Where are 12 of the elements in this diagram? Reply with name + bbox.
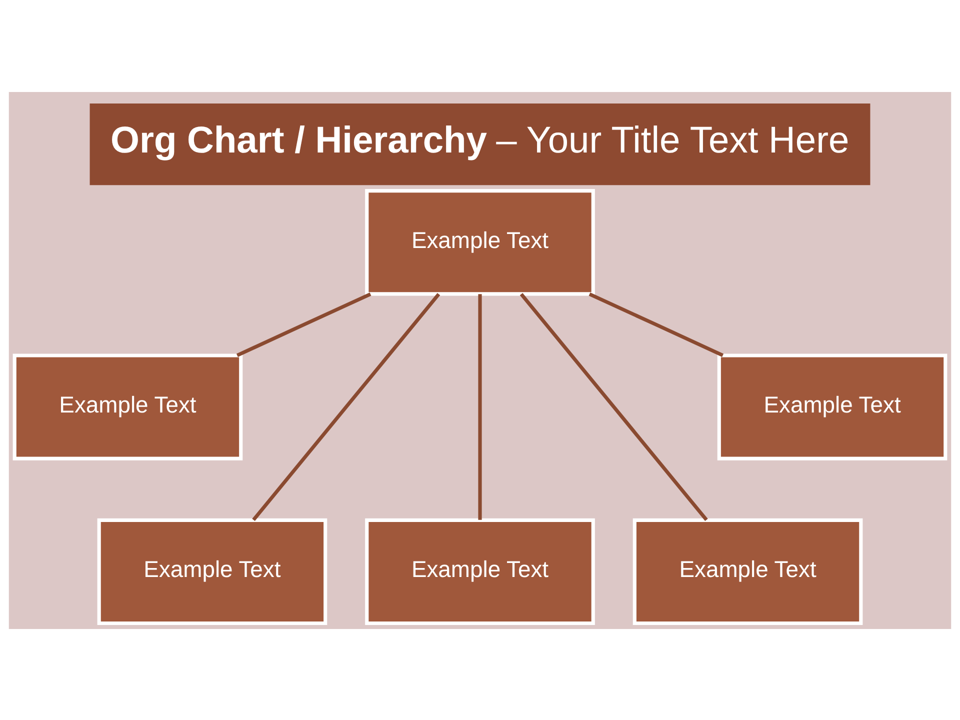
diagram-title: Org Chart / Hierarchy – Your Title Text Here <box>110 118 850 160</box>
connector <box>520 292 708 521</box>
connector <box>478 294 482 520</box>
connector <box>252 292 440 521</box>
connector <box>588 292 724 356</box>
node-box: Example Text <box>97 518 328 625</box>
node-box: Example Text <box>632 518 863 625</box>
node-box: Example Text <box>12 353 243 460</box>
node-box: Example Text <box>365 518 595 625</box>
node-box: Example Text <box>717 353 948 460</box>
connector <box>236 292 372 356</box>
node-box: Example Text <box>365 188 595 296</box>
